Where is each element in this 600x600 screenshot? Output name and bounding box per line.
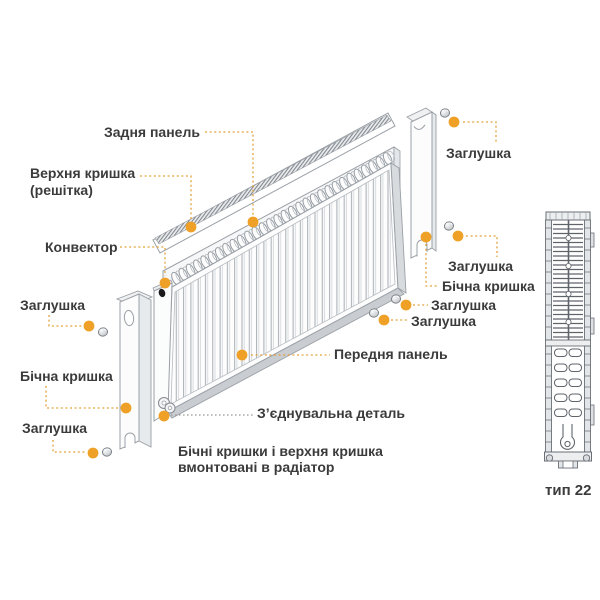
label-connector-part: З’єднувальна деталь (257, 405, 405, 421)
anchor-dot-connector-part (158, 410, 170, 422)
anchor-dot-plug-right-top (448, 116, 460, 128)
anchor-dot-top-cover (185, 221, 197, 233)
plug-piece (442, 220, 456, 232)
top-grille-part (152, 112, 396, 254)
anchor-dot-plug-left-top (83, 320, 95, 332)
label-convector: Конвектор (45, 239, 118, 255)
plug-piece (438, 107, 452, 119)
right-side-cover-part (406, 107, 437, 259)
anchor-dot-plug-right-upper (400, 299, 412, 311)
anchor-dots (83, 116, 464, 459)
label-side-cover-right: Бічна кришка (442, 278, 535, 294)
label-side-cover-left: Бічна кришка (20, 368, 113, 384)
radiator-cross-section (544, 211, 595, 469)
type-22-tag: тип 22 (545, 482, 592, 499)
anchor-dot-plug-right-lower (378, 314, 390, 326)
label-top-cover-line1: Верхня кришка (30, 165, 136, 181)
label-plug-left-bottom: Заглушка (22, 420, 87, 436)
anchor-dot-plug-right-mid (452, 230, 464, 242)
label-front-panel: Передня панель (334, 346, 448, 362)
anchor-dot-plug-left-bottom (87, 447, 99, 459)
note-line1: Бічні кришки і верхня кришка (178, 443, 383, 459)
anchor-dot-convector (159, 277, 171, 289)
plug-piece (100, 446, 114, 458)
label-plug-left-top: Заглушка (20, 297, 85, 313)
mounted-side-cover (152, 279, 173, 422)
label-top-cover: Верхня кришка (решітка) (30, 165, 135, 199)
anchor-dot-side-cover-left (120, 402, 132, 414)
label-plug-right-top: Заглушка (446, 145, 511, 161)
anchor-dot-front-panel (236, 349, 248, 361)
black-plug (158, 288, 166, 298)
label-back-panel: Задня панель (104, 124, 200, 140)
label-plug-right-lower: Заглушка (411, 313, 476, 329)
anchor-dot-side-cover-right (420, 231, 432, 243)
plug-piece (96, 326, 110, 338)
leader-lines (45, 121, 498, 453)
left-side-cover-part (115, 290, 154, 450)
front-panel-part (166, 162, 407, 419)
connecting-part (158, 397, 176, 414)
anchor-dot-back-panel (247, 216, 259, 228)
label-plug-right-upper: Заглушка (431, 297, 496, 313)
note-line2: вмонтовані в радіатор (178, 459, 335, 475)
note-mounted-covers: Бічні кришки і верхня кришка вмонтовані … (178, 443, 383, 475)
label-plug-right-mid: Заглушка (448, 258, 513, 274)
label-top-cover-line2: (решітка) (30, 182, 93, 198)
